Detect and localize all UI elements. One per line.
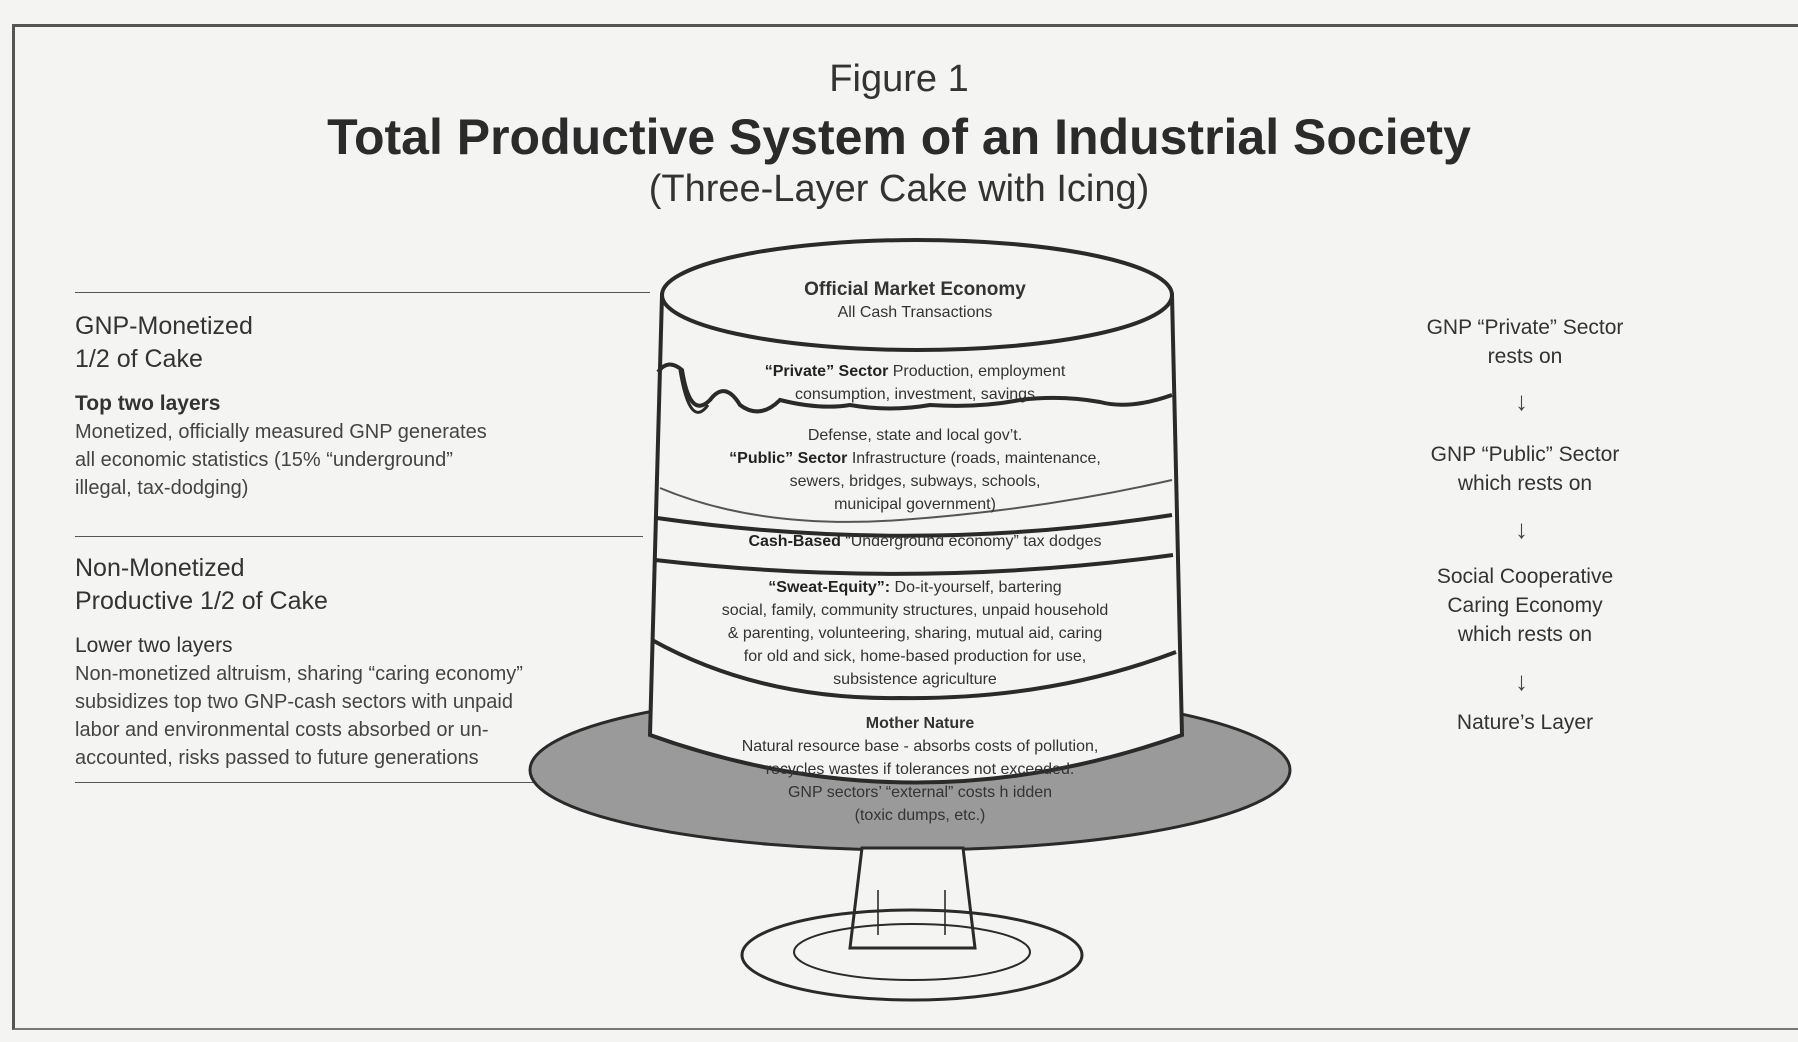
non-monetized-heading: Non-Monetized Productive 1/2 of Cake (75, 554, 328, 615)
top-two-layers-label: Top two layers (75, 392, 221, 415)
private-sector-text: “Private” Sector Production, employment … (764, 363, 1066, 403)
down-arrow-icon: ↓ (1515, 666, 1528, 696)
cake-body (647, 293, 1185, 785)
lower-two-layers-label: Lower two layers (75, 634, 233, 657)
cake-stand-stem (848, 846, 977, 950)
public-sector-step: GNP “Public” Sector which rests on (1430, 443, 1620, 495)
down-arrow-icon: ↓ (1515, 514, 1528, 544)
cash-based-band-bottom (654, 553, 1174, 576)
mother-nature-text: Mother Nature Natural resource base - ab… (741, 715, 1099, 824)
natures-layer-step: Nature’s Layer (1456, 711, 1594, 734)
monetized-description: Monetized, officially measured GNP gener… (75, 421, 487, 499)
private-sector-step: GNP “Private” Sector rests on (1426, 316, 1624, 368)
icing-line (656, 362, 1173, 414)
public-sector-wave (659, 479, 1173, 523)
sweat-equity-text: “Sweat-Equity”: Do-it-yourself, barterin… (721, 579, 1109, 688)
caring-economy-step: Social Cooperative Caring Economy which … (1436, 565, 1614, 646)
rule-top (75, 292, 650, 293)
figure-subtitle: (Three-Layer Cake with Icing) (648, 168, 1150, 210)
cake-top (660, 238, 1174, 352)
down-arrow-icon: ↓ (1515, 386, 1528, 416)
non-monetized-description: Non-monetized altruism, sharing “caring … (75, 663, 523, 769)
cash-based-band-top (656, 513, 1173, 538)
figure-title: Total Productive System of an Industrial… (327, 109, 1471, 165)
figure-frame (12, 24, 1798, 1030)
rule-bottom (75, 782, 615, 783)
rule-middle (75, 536, 643, 537)
gnp-monetized-heading: GNP-Monetized 1/2 of Cake (75, 312, 253, 373)
cake-stand-base (740, 908, 1084, 1002)
cash-based-text: Cash-Based “Underground economy” tax dod… (748, 533, 1102, 550)
official-market-economy-text: Official Market Economy All Cash Transac… (804, 279, 1026, 321)
figure-label: Figure 1 (829, 58, 969, 100)
sweat-equity-divider (651, 638, 1177, 701)
public-sector-text: Defense, state and local gov’t. “Public”… (729, 427, 1101, 513)
